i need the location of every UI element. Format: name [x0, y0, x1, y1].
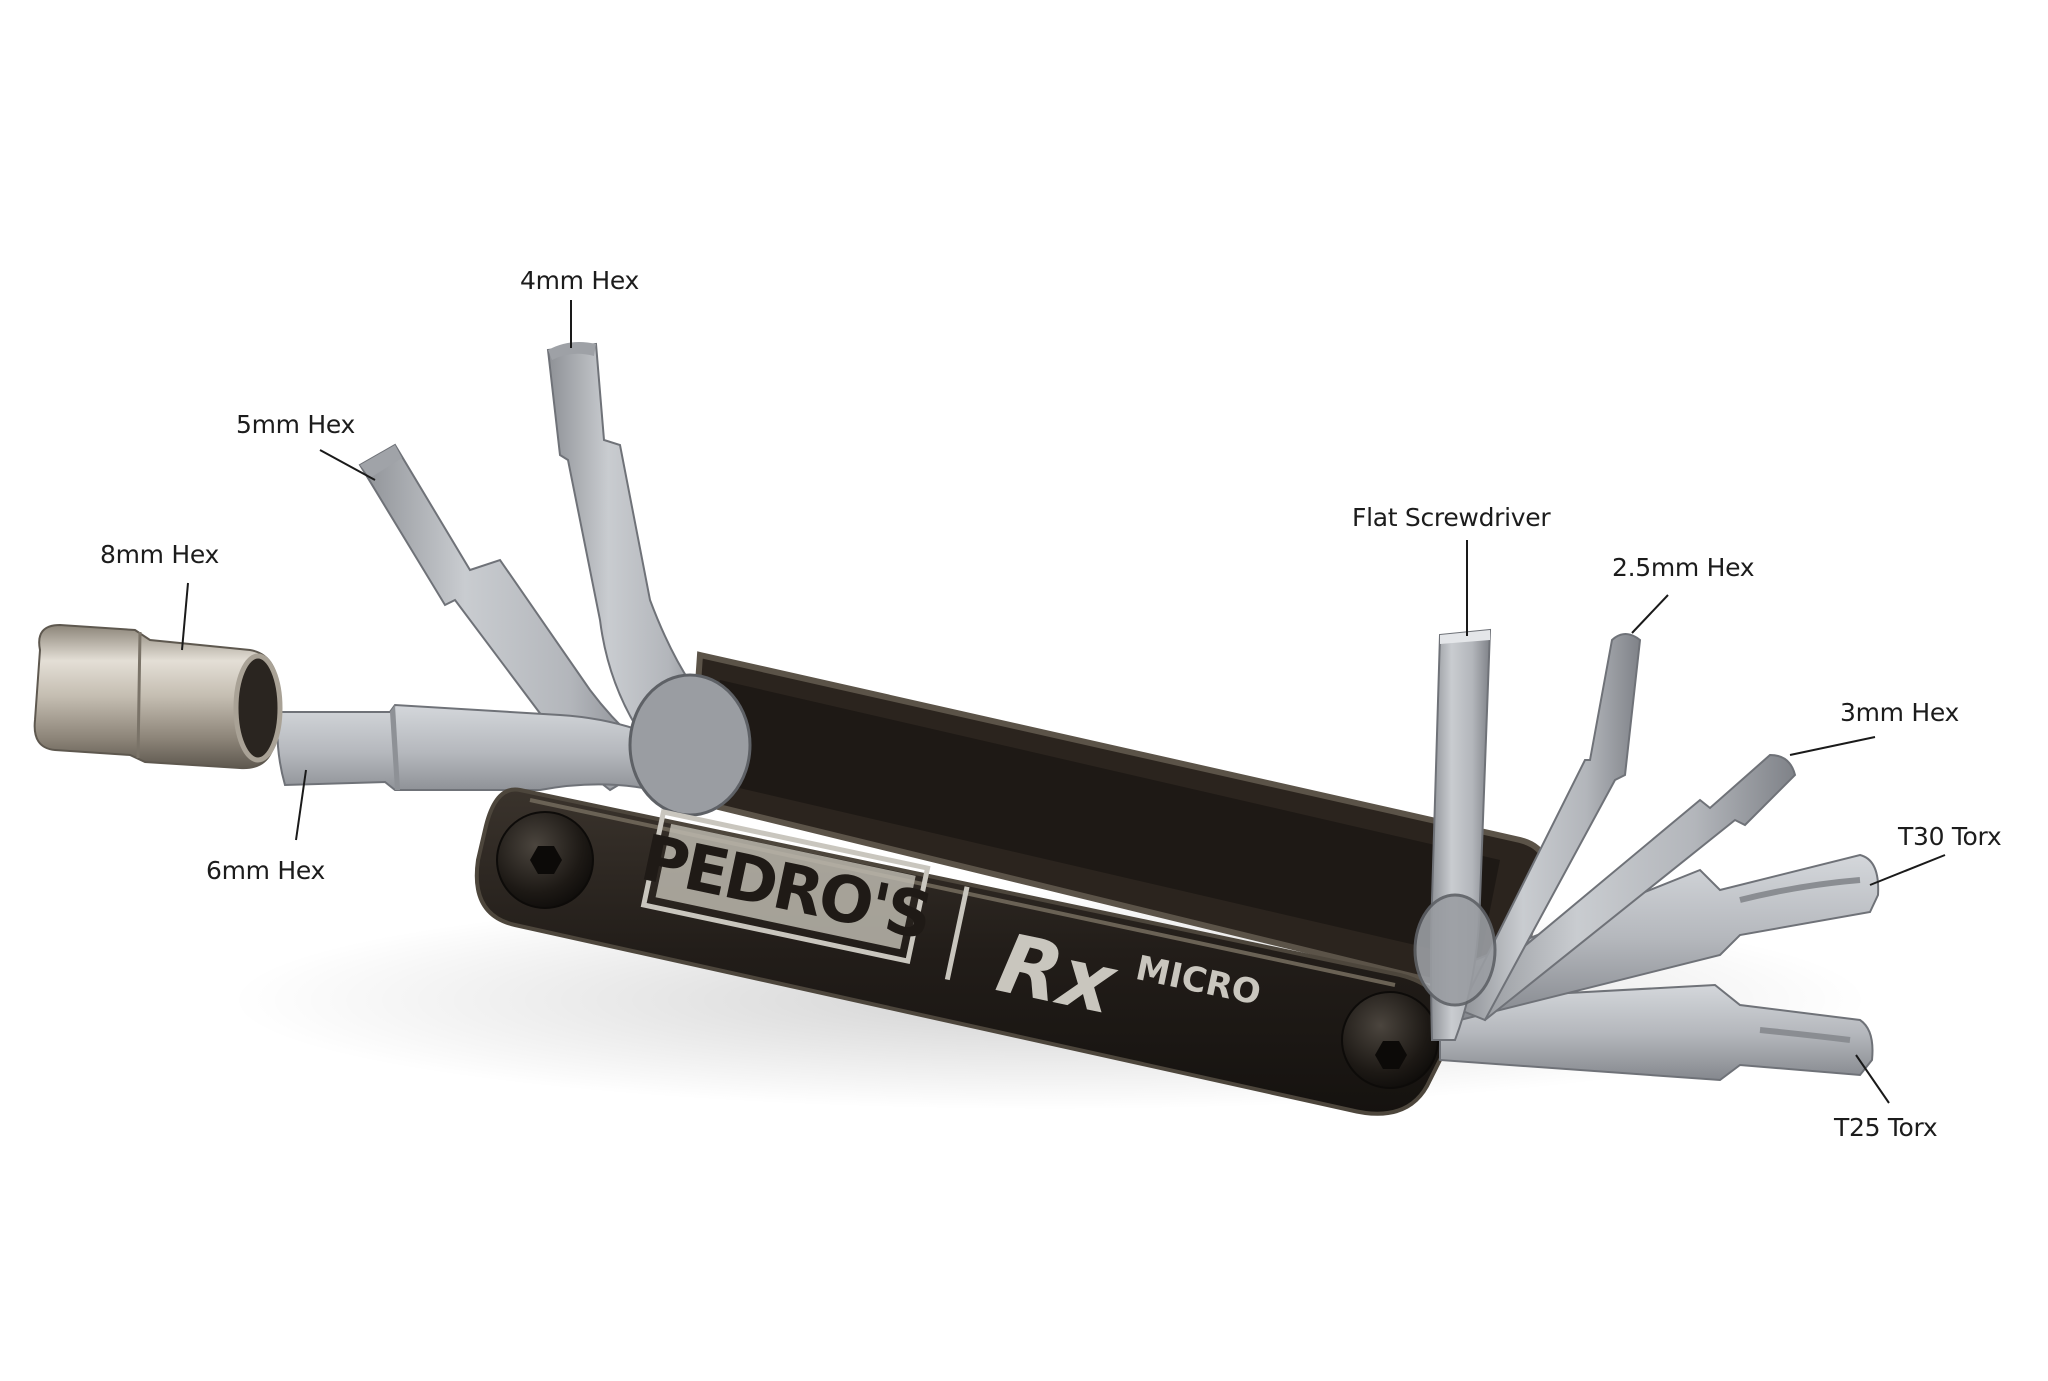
label-8mm-hex: 8mm Hex	[100, 540, 219, 569]
leader-8mm-hex	[181, 582, 189, 651]
leader-t30-torx	[1869, 854, 1946, 886]
leader-5mm-hex	[319, 449, 376, 481]
leader-2-5mm-hex	[1631, 594, 1669, 634]
label-t25-torx: T25 Torx	[1834, 1113, 1938, 1142]
label-6mm-hex: 6mm Hex	[206, 856, 325, 885]
right-bolt	[1341, 991, 1439, 1089]
leader-lines	[181, 300, 1946, 1104]
right-pivot	[1413, 893, 1497, 1007]
logo-box	[640, 809, 931, 965]
left-pivot	[628, 673, 752, 817]
logo-divider	[944, 886, 970, 981]
leader-3mm-hex	[1789, 736, 1876, 756]
label-3mm-hex: 3mm Hex	[1840, 698, 1959, 727]
tool-8mm-socket	[33, 623, 283, 770]
label-t30-torx: T30 Torx	[1898, 822, 2002, 851]
leader-6mm-hex	[295, 769, 307, 841]
label-4mm-hex: 4mm Hex	[520, 266, 639, 295]
left-bolt	[496, 811, 594, 909]
leader-t25-torx	[1855, 1054, 1890, 1104]
label-5mm-hex: 5mm Hex	[236, 410, 355, 439]
label-flat-screwdriver: Flat Screwdriver	[1352, 503, 1551, 532]
tool-t25-torx	[1439, 983, 1874, 1082]
tool-3mm-hex	[1458, 753, 1797, 1022]
label-2-5mm-hex: 2.5mm Hex	[1612, 553, 1755, 582]
tool-2-5mm-hex	[1458, 633, 1642, 1022]
tool-t30-torx	[1448, 853, 1880, 1022]
